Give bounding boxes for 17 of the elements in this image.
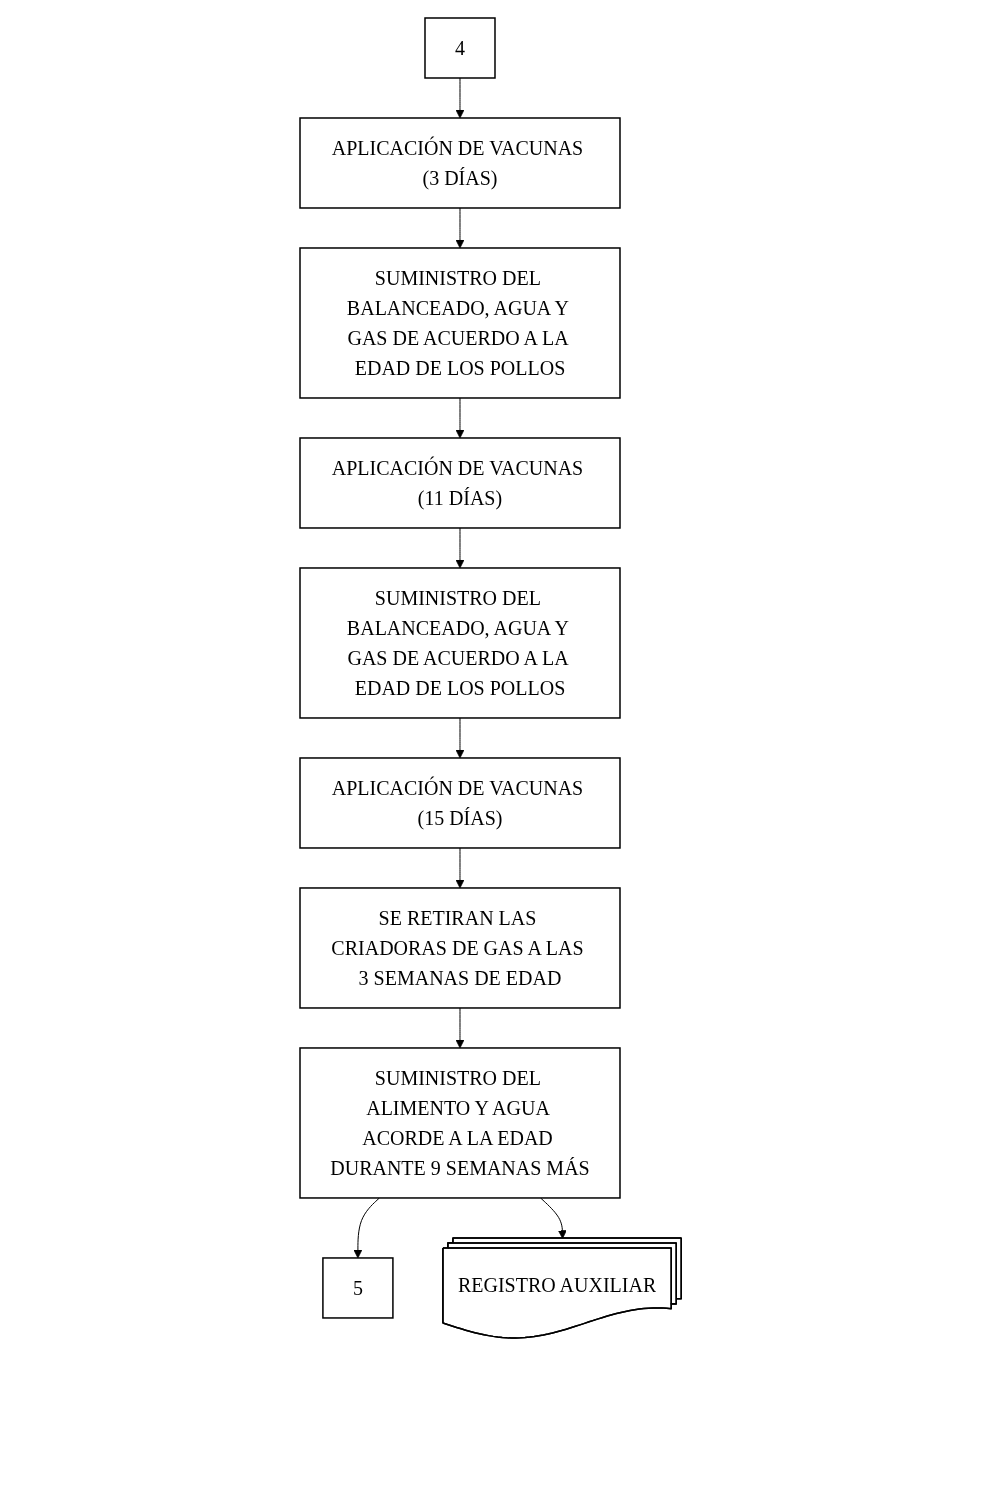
arrow: [455, 77, 465, 119]
node-box: 5: [322, 1257, 395, 1319]
node-box: SUMINISTRO DEL BALANCEADO, AGUA Y GAS DE ACUERDO A LA EDAD DE LOS POLLOS: [299, 247, 622, 399]
node-box: APLICACIÓN DE VACUNAS (15 DÍAS): [299, 757, 622, 849]
node-box: 4: [424, 17, 497, 79]
arrow: [353, 1197, 381, 1259]
arrow: [455, 1007, 465, 1049]
arrow: [455, 397, 465, 439]
node-box: APLICACIÓN DE VACUNAS (3 DÍAS): [299, 117, 622, 209]
arrow: [455, 207, 465, 249]
node-box: APLICACIÓN DE VACUNAS (11 DÍAS): [299, 437, 622, 529]
node-box: SUMINISTRO DEL BALANCEADO, AGUA Y GAS DE ACUERDO A LA EDAD DE LOS POLLOS: [299, 567, 622, 719]
node-box: SUMINISTRO DEL ALIMENTO Y AGUA ACORDE A LA EDAD DURANTE 9 SEMANAS MÁS: [299, 1047, 622, 1199]
arrow: [455, 847, 465, 889]
node-box: SE RETIRAN LAS CRIADORAS DE GAS A LAS 3 SEMANAS DE EDAD: [299, 887, 622, 1009]
arrow: [455, 527, 465, 569]
arrow: [455, 717, 465, 759]
